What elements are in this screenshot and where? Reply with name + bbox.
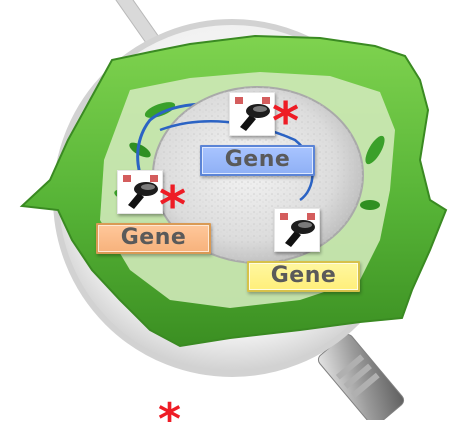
gene-editing-tool-icon	[229, 92, 275, 136]
red-asterisk-mark: *	[272, 96, 299, 148]
red-asterisk-mark: *	[158, 398, 181, 442]
gene-label-yellow: Gene	[247, 261, 360, 292]
gene-editing-tool-icon	[117, 170, 163, 214]
gene-label-orange: Gene	[96, 223, 211, 254]
plant-cell-illustration	[0, 0, 469, 420]
gene-label-blue: Gene	[200, 145, 315, 176]
gene-editing-tool-icon	[274, 208, 320, 252]
plant-cell-graphic	[0, 0, 469, 420]
